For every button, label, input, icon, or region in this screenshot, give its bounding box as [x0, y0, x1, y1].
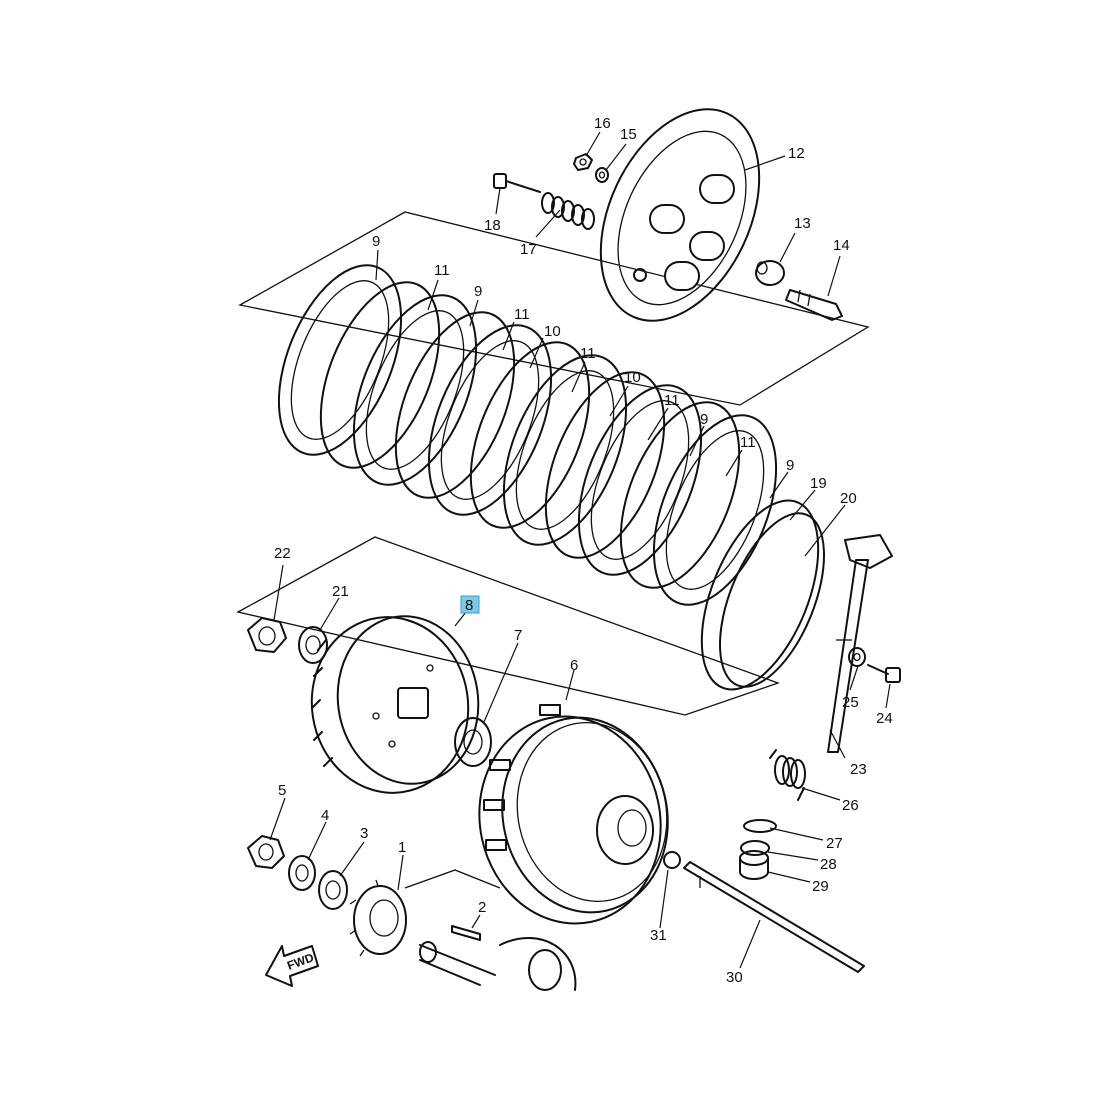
leader-lines	[269, 131, 891, 969]
primary-drive-gear-1	[349, 879, 407, 957]
callout-9a: 9	[372, 233, 380, 250]
clutch-housing	[478, 704, 669, 925]
callout-22: 22	[274, 545, 291, 562]
callout-13: 13	[794, 215, 811, 232]
collar-28	[740, 840, 770, 856]
callout-19: 19	[810, 475, 827, 492]
callout-12: 12	[788, 145, 805, 162]
callout-9d: 9	[786, 457, 794, 474]
callout-10b: 10	[624, 369, 641, 386]
washer-15	[595, 167, 609, 183]
callout-2: 2	[478, 899, 486, 916]
callout-11e: 11	[740, 434, 756, 451]
return-spring-26	[769, 749, 806, 801]
callout-20: 20	[840, 490, 857, 507]
callout-11d: 11	[664, 392, 680, 409]
thrust-washer-7	[454, 717, 492, 767]
push-rod-30	[683, 861, 865, 973]
callout-28: 28	[820, 856, 837, 873]
callout-4: 4	[321, 807, 329, 824]
forward-direction-arrow-icon	[265, 945, 319, 987]
callout-10a: 10	[544, 323, 561, 340]
push-lever-shaft	[827, 534, 893, 753]
circlip-27	[743, 819, 777, 833]
bushing-29	[739, 850, 769, 880]
clutch-spring	[541, 192, 595, 230]
callout-5: 5	[278, 782, 286, 799]
callout-11c: 11	[580, 345, 596, 362]
callout-31: 31	[650, 927, 667, 944]
callout-6: 6	[570, 657, 578, 674]
crankshaft	[419, 936, 577, 991]
callout-27: 27	[826, 835, 843, 852]
callout-23: 23	[850, 761, 867, 778]
ball-31	[663, 851, 681, 869]
callout-24: 24	[876, 710, 893, 727]
callout-9b: 9	[474, 283, 482, 300]
callout-18: 18	[484, 217, 501, 234]
bolt-18	[493, 173, 541, 193]
callout-labels: 16 15 12 18 17 13 14 9 11 9 11 10 11 10 …	[274, 115, 893, 986]
callout-14: 14	[833, 237, 850, 254]
callout-8-highlight	[460, 595, 480, 614]
plate-stack-bracket	[238, 211, 870, 406]
lock-washer-4	[288, 855, 316, 891]
lock-washer-21	[298, 626, 328, 664]
clutch-boss	[310, 615, 480, 794]
boss-group-bracket	[236, 536, 780, 716]
pressure-plate	[599, 108, 761, 322]
callout-11a: 11	[434, 262, 450, 279]
nut-22	[247, 617, 287, 653]
cushion-rings	[700, 499, 826, 691]
nut-5	[247, 835, 285, 869]
callout-3: 3	[360, 825, 368, 842]
callout-1: 1	[398, 839, 406, 856]
callout-25: 25	[842, 694, 859, 711]
callout-29: 29	[812, 878, 829, 895]
nut-16	[573, 153, 593, 171]
push-piece-13	[755, 260, 785, 286]
callout-16: 16	[594, 115, 611, 132]
callout-21: 21	[332, 583, 349, 600]
callout-26: 26	[842, 797, 859, 814]
gear-group-bracket	[404, 869, 501, 889]
callout-7: 7	[514, 627, 522, 644]
washer-3	[318, 870, 348, 910]
callout-30: 30	[726, 969, 743, 986]
callout-8: 8	[465, 597, 473, 614]
callout-9c: 9	[700, 411, 708, 428]
push-rod-14	[785, 289, 843, 321]
callout-15: 15	[620, 126, 637, 143]
key-2	[451, 925, 481, 941]
callout-17: 17	[520, 241, 537, 258]
callout-11b: 11	[514, 306, 530, 323]
washer-25	[848, 647, 866, 667]
friction-plate-stack	[277, 264, 778, 606]
bolt-24	[867, 664, 901, 683]
